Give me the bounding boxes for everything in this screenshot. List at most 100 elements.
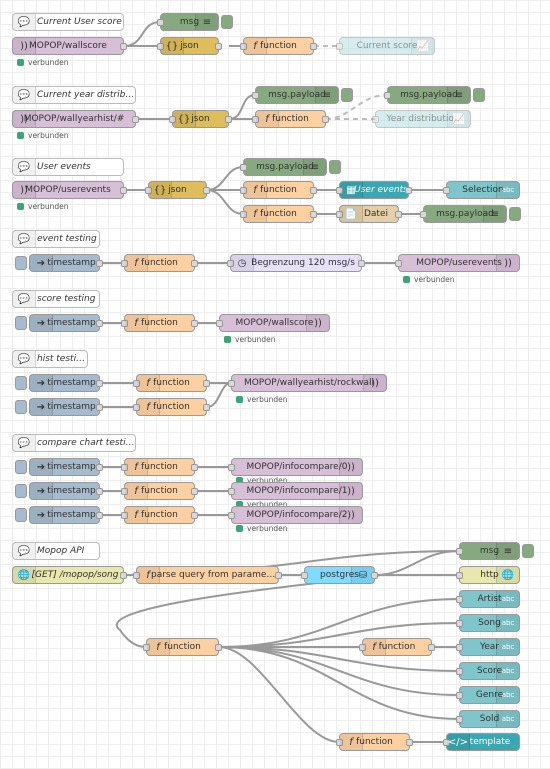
input-port[interactable] [228, 464, 235, 471]
input-port[interactable] [359, 644, 366, 651]
mqtt-out-node[interactable]: MOPOP/userevents )) verbunden [395, 254, 520, 284]
http-in-node[interactable]: 🌐 [GET] /mopop/song [12, 566, 127, 584]
input-port[interactable] [240, 211, 247, 218]
output-port[interactable] [225, 116, 232, 123]
input-port[interactable] [145, 187, 152, 194]
comment-mopop-api[interactable]: 💬 Mopop API [12, 542, 100, 560]
debug-toggle-button[interactable] [221, 15, 233, 29]
output-port[interactable] [120, 43, 127, 50]
function-node[interactable]: f function [121, 314, 198, 332]
inject-node[interactable]: ➔ timestamp [15, 458, 103, 476]
function-node[interactable]: f parse query from parameters [133, 566, 282, 584]
inject-node[interactable]: ➔ timestamp [15, 482, 103, 500]
output-port[interactable] [120, 187, 127, 194]
output-port[interactable] [96, 488, 103, 495]
output-port[interactable] [191, 464, 198, 471]
comment-compare-chart-testing[interactable]: 💬 compare chart testing [12, 434, 136, 452]
function-node[interactable]: f function [133, 374, 210, 392]
input-port[interactable] [252, 92, 259, 99]
input-port[interactable] [228, 512, 235, 519]
text-node-score[interactable]: Score abc [456, 662, 520, 680]
output-port[interactable] [428, 644, 435, 651]
inject-trigger-button[interactable] [15, 316, 27, 330]
input-port[interactable] [443, 739, 450, 746]
inject-node[interactable]: ➔ timestamp [15, 398, 103, 416]
json-node[interactable]: {} json [145, 181, 210, 199]
chart-node[interactable]: Year distribution 📈 [372, 110, 471, 128]
json-node[interactable]: {} json [157, 37, 222, 55]
debug-node[interactable]: msg.payload ≡ [420, 205, 521, 223]
output-port[interactable] [191, 512, 198, 519]
text-node-artist[interactable]: Artist abc [456, 590, 520, 608]
mqtt-in-node[interactable]: )) MOPOP/wallscore verbunden [12, 37, 127, 67]
output-port[interactable] [405, 187, 412, 194]
text-node-selection[interactable]: Selection abc [443, 181, 520, 199]
input-port[interactable] [456, 596, 463, 603]
debug-node[interactable]: msg ≡ [157, 13, 233, 31]
input-port[interactable] [372, 116, 379, 123]
output-port[interactable] [96, 380, 103, 387]
input-port[interactable] [395, 260, 402, 267]
output-port[interactable] [203, 380, 210, 387]
debug-toggle-button[interactable] [509, 207, 521, 221]
input-port[interactable] [456, 668, 463, 675]
mqtt-out-node[interactable]: MOPOP/wallscore )) verbunden [216, 314, 330, 344]
debug-node[interactable]: msg.payload ≡ [252, 86, 353, 104]
inject-trigger-button[interactable] [15, 400, 27, 414]
input-port[interactable] [456, 548, 463, 555]
input-port[interactable] [336, 187, 343, 194]
output-port[interactable] [203, 404, 210, 411]
output-port[interactable] [191, 260, 198, 267]
comment-user-events[interactable]: 💬 User events [12, 158, 124, 176]
input-port[interactable] [252, 116, 259, 123]
input-port[interactable] [227, 260, 234, 267]
postgres-node[interactable]: postgres ⛁ [301, 566, 378, 584]
function-node[interactable]: f function [133, 398, 210, 416]
input-port[interactable] [443, 187, 450, 194]
input-port[interactable] [121, 512, 128, 519]
function-node[interactable]: f function [359, 638, 435, 656]
comment-hist-testing[interactable]: 💬 hist testing [12, 350, 88, 368]
mqtt-out-node[interactable]: MOPOP/infocompare/0 )) verbunden [228, 458, 363, 485]
debug-node[interactable]: msg.payload ≡ [384, 86, 485, 104]
output-port[interactable] [406, 739, 413, 746]
input-port[interactable] [133, 404, 140, 411]
inject-trigger-button[interactable] [15, 460, 27, 474]
input-port[interactable] [143, 644, 150, 651]
function-node[interactable]: f function [121, 254, 198, 272]
function-node[interactable]: f function [240, 205, 317, 223]
input-port[interactable] [456, 644, 463, 651]
function-node[interactable]: f function [240, 181, 317, 199]
mqtt-out-node[interactable]: MOPOP/wallyearhist/rockwall )) verbunden [228, 374, 387, 404]
inject-trigger-button[interactable] [15, 508, 27, 522]
input-port[interactable] [456, 716, 463, 723]
input-port[interactable] [456, 692, 463, 699]
input-port[interactable] [228, 488, 235, 495]
input-port[interactable] [228, 380, 235, 387]
comment-current-year-distribution[interactable]: 💬 Current year distribution [12, 86, 136, 104]
input-port[interactable] [240, 43, 247, 50]
input-port[interactable] [336, 739, 343, 746]
output-port[interactable] [96, 512, 103, 519]
output-port[interactable] [215, 43, 222, 50]
input-port[interactable] [216, 320, 223, 327]
debug-toggle-button[interactable] [473, 88, 485, 102]
debug-node[interactable]: msg.payload ≡ [240, 158, 341, 176]
chart-node[interactable]: Current score 📈 [336, 37, 435, 55]
mqtt-out-node[interactable]: MOPOP/infocompare/1 )) verbunden [228, 482, 363, 509]
input-port[interactable] [121, 260, 128, 267]
mqtt-in-node[interactable]: )) MOPOP/wallyearhist/# verbunden [12, 110, 139, 140]
function-node[interactable]: f function [121, 506, 198, 524]
function-node[interactable]: f function [336, 733, 413, 751]
output-port[interactable] [96, 404, 103, 411]
function-node[interactable]: f function [240, 37, 317, 55]
function-node[interactable]: f function [252, 110, 329, 128]
comment-current-user-score[interactable]: 💬 Current User score [12, 13, 124, 31]
output-port[interactable] [275, 572, 282, 579]
output-port[interactable] [310, 187, 317, 194]
output-port[interactable] [96, 260, 103, 267]
output-port[interactable] [191, 488, 198, 495]
comment-event-testing[interactable]: 💬 event testing [12, 230, 100, 248]
input-port[interactable] [456, 572, 463, 579]
input-port[interactable] [133, 572, 140, 579]
